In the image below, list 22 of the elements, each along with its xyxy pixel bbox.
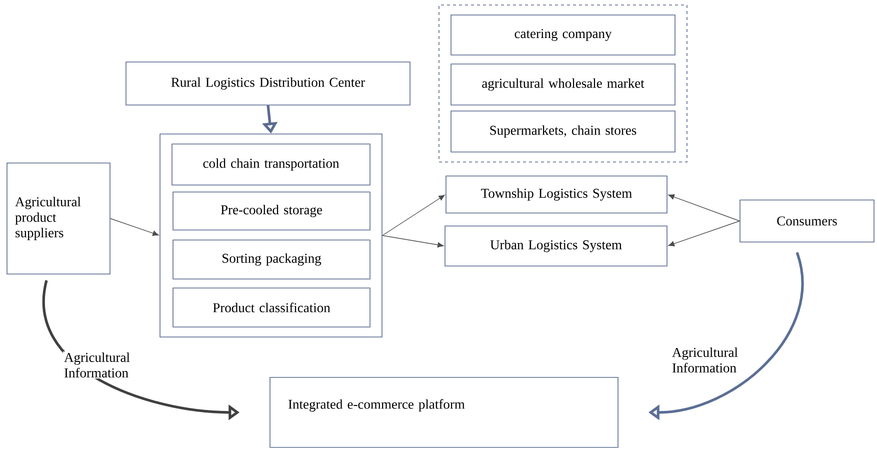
container-box: [160, 134, 382, 338]
process-box: Supermarkets, chain stores: [450, 110, 676, 152]
arrow: [668, 194, 740, 222]
process-box: Rural Logistics Distribution Center: [126, 62, 410, 106]
arrow: [382, 235, 444, 248]
process-box: Sorting packaging: [172, 240, 370, 280]
process-box: Urban Logistics System: [444, 226, 668, 266]
process-box: cold chain transportation: [172, 144, 370, 186]
process-box: Pre-cooled storage: [172, 192, 370, 230]
process-box: Product classification: [172, 288, 370, 328]
group-frame: [438, 4, 688, 162]
platform-box: Integrated e-commerce platform: [270, 377, 618, 448]
arrow: [668, 220, 740, 246]
edge-label: Agricultural Information: [672, 348, 738, 372]
process-box: agricultural wholesale market: [450, 64, 676, 106]
process-box: Township Logistics System: [446, 176, 668, 214]
process-box: Consumers: [740, 200, 874, 242]
arrow: [382, 194, 445, 236]
process-box: Agricultural product suppliers: [6, 162, 110, 274]
edge-label: Agricultural Information: [64, 352, 130, 378]
arrow: [110, 218, 159, 236]
process-box: catering company: [450, 14, 676, 56]
